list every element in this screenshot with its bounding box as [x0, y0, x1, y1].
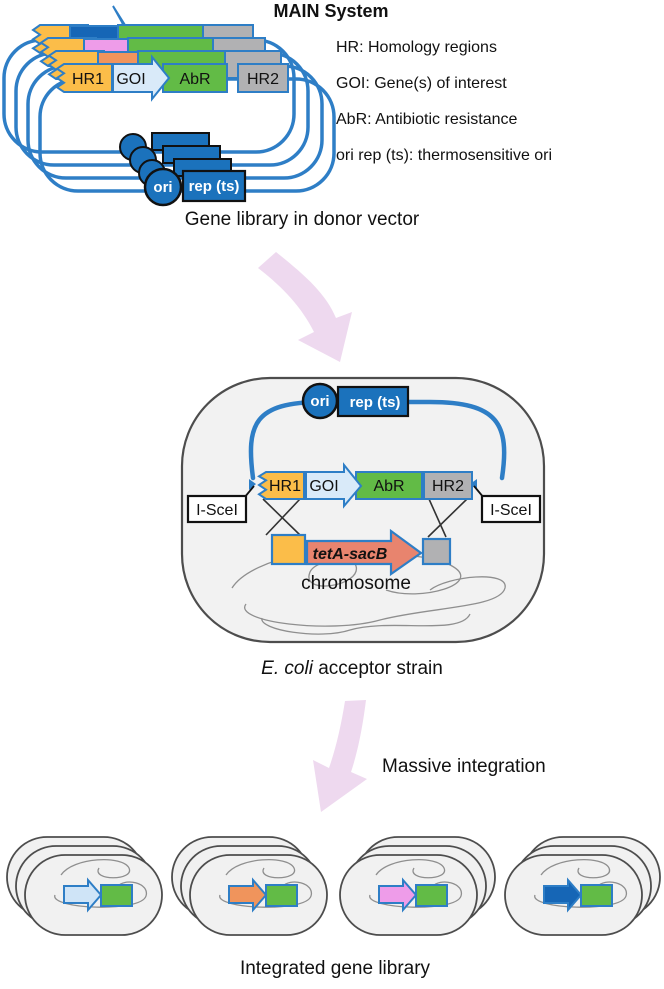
- species-name: E. coli: [261, 658, 313, 679]
- acceptor-cell-diagram: tetA-sacB HR1 GOI AbR HR2 ori rep (ts) I…: [180, 376, 546, 644]
- goi-arrow: [543, 877, 583, 913]
- ori-label: ori: [310, 393, 329, 410]
- ori-circle: [301, 382, 339, 420]
- hr1-block: [257, 471, 305, 500]
- iscei-label: I-SceI: [196, 502, 238, 519]
- integrated-library-diagram: [6, 836, 661, 936]
- library-cell-group-3: [339, 836, 496, 936]
- cut-mark-left: [249, 479, 256, 490]
- legend: HR: Homology regions GOI: Gene(s) of int…: [336, 30, 552, 174]
- legend-item-ori: ori rep (ts): thermosensitive ori: [336, 147, 553, 164]
- abr-label: AbR: [179, 71, 210, 88]
- hr2-block: [237, 63, 289, 93]
- goi-arrow: [63, 877, 103, 913]
- crossover-line: [262, 498, 301, 536]
- figure-title: MAIN System: [273, 1, 389, 21]
- teta-sacb-arrow: [305, 528, 423, 577]
- crossover-line: [427, 498, 468, 538]
- flow-arrow-down-1: [258, 252, 352, 362]
- abr-block: [265, 884, 298, 907]
- abr-block: [100, 884, 133, 907]
- abr-block: [355, 471, 423, 500]
- donor-vector-diagram: HR1 GOI AbR HR2 ori rep (ts): [2, 5, 336, 207]
- crossover-line: [428, 498, 447, 538]
- caption-acceptor-strain: E. coli acceptor strain: [202, 658, 502, 680]
- abr-block: [415, 884, 448, 907]
- legend-item-abr: AbR: Antibiotic resistance: [336, 111, 518, 128]
- crossover-line: [265, 498, 301, 536]
- legend-item-hr: HR: Homology regions: [336, 39, 497, 56]
- rep-ts-block: [181, 169, 247, 203]
- hr2-block: [423, 471, 473, 500]
- goi-arrow: [378, 877, 418, 913]
- goi-arrow: [305, 462, 363, 509]
- goi-arrow: [228, 877, 268, 913]
- iscei-label: I-SceI: [490, 502, 532, 519]
- legend-item-goi: GOI: Gene(s) of interest: [336, 75, 507, 92]
- goi-label: GOI: [116, 71, 145, 88]
- chromosome-label: chromosome: [301, 573, 411, 594]
- flow-arrow-down-2: [313, 700, 367, 812]
- iscei-box: [480, 494, 542, 524]
- teta-sacb-label: tetA-sacB: [313, 546, 388, 563]
- goi-label: GOI: [309, 478, 338, 495]
- cell-outline: [180, 376, 546, 644]
- caption-integrated-library: Integrated gene library: [239, 958, 431, 979]
- ori-circle: [143, 167, 183, 207]
- landing-site-gray: [421, 537, 452, 566]
- caption-donor-vector: Gene library in donor vector: [184, 209, 420, 230]
- library-cell-group-1: [6, 836, 163, 936]
- goi-arrow: [112, 54, 171, 102]
- library-cell-group-4: [504, 836, 661, 936]
- abr-block: [162, 63, 228, 93]
- hr2-label: HR2: [432, 478, 464, 495]
- rep-ts-label: rep (ts): [189, 178, 240, 195]
- hr1-label: HR1: [72, 71, 104, 88]
- chromosome-squiggle: [244, 576, 506, 627]
- rep-ts-label: rep (ts): [350, 394, 401, 411]
- abr-block: [580, 884, 613, 907]
- chromosome-squiggle: [261, 613, 471, 635]
- hr2-label: HR2: [247, 71, 279, 88]
- hr1-label: HR1: [269, 478, 301, 495]
- ori-label: ori: [153, 179, 172, 196]
- label-massive-integration: Massive integration: [382, 756, 546, 777]
- abr-label: AbR: [373, 478, 404, 495]
- caption-rest: acceptor strain: [312, 658, 443, 679]
- rep-ts-block: [336, 385, 410, 418]
- landing-site-yellow: [270, 533, 307, 566]
- library-cell-group-2: [171, 836, 328, 936]
- iscei-box: [186, 494, 248, 524]
